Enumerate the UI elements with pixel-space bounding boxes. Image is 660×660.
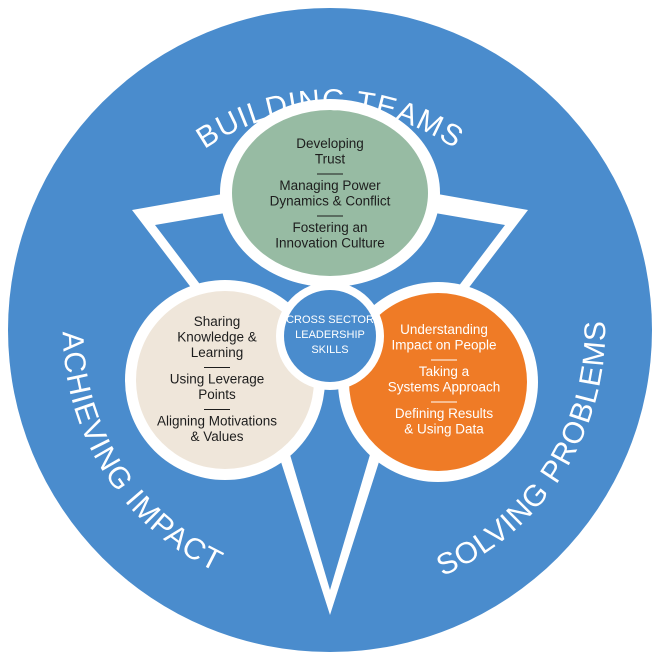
petal-left — [136, 291, 314, 469]
petal-right-skill-3-line-1: Defining Results — [395, 406, 494, 421]
petal-top — [232, 110, 428, 276]
petal-right-skill-1-line-2: Impact on People — [391, 338, 496, 353]
center-label-line-2: LEADERSHIP — [295, 329, 365, 341]
center-label-line-1: CROSS SECTOR — [286, 314, 374, 326]
petal-right-skill-2-line-2: Systems Approach — [388, 380, 501, 395]
petal-left-skill-3-line-1: Aligning Motivations — [157, 414, 277, 429]
petal-left-skill-1-line-2: Knowledge & — [177, 330, 257, 345]
petal-top-skill-1-line-2: Trust — [315, 152, 345, 167]
petal-left-skill-1-line-3: Learning — [191, 345, 244, 360]
petal-left-skill-1-line-1: Sharing — [194, 314, 241, 329]
center-circle — [284, 290, 376, 382]
petal-left-skill-3-line-2: & Values — [190, 429, 243, 444]
petal-right — [349, 293, 527, 471]
petal-left-skill-2-line-1: Using Leverage — [170, 372, 265, 387]
petal-left-skill-2-line-2: Points — [198, 387, 236, 402]
petal-right-skill-3-line-2: & Using Data — [404, 422, 484, 437]
petal-top-skill-3-line-1: Fostering an — [292, 220, 367, 235]
petal-top-skill-1-line-1: Developing — [296, 136, 364, 151]
petal-right-skill-1-line-1: Understanding — [400, 322, 488, 337]
petal-top-skill-3-line-2: Innovation Culture — [275, 236, 385, 251]
petal-top-skill-2-line-2: Dynamics & Conflict — [270, 194, 391, 209]
center-label-line-3: SKILLS — [311, 344, 348, 356]
petal-top-skill-2-line-1: Managing Power — [279, 178, 381, 193]
petal-right-skill-2-line-1: Taking a — [419, 364, 470, 379]
